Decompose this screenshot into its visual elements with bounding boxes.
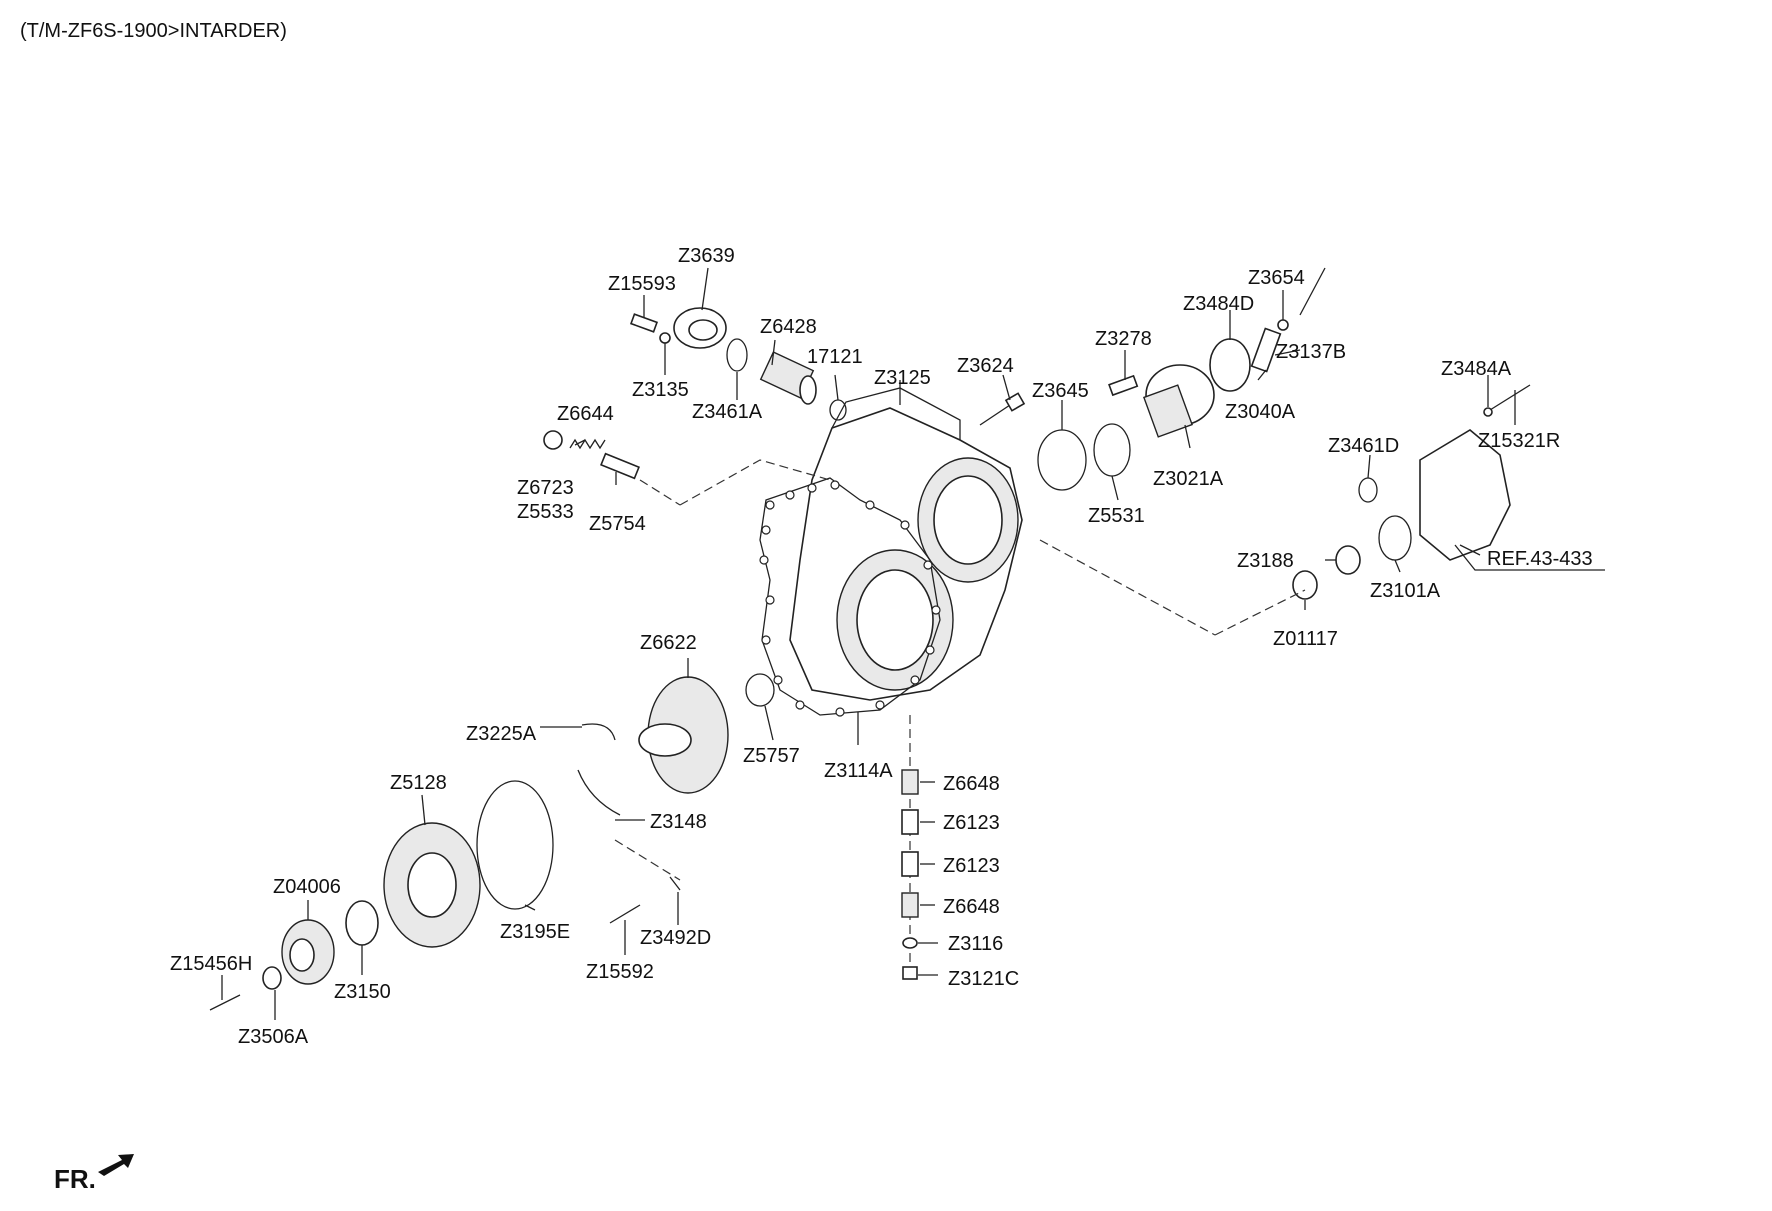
label-z6428: Z6428	[760, 316, 817, 338]
bolt-z15592	[609, 904, 641, 924]
label-z3645: Z3645	[1032, 380, 1089, 402]
oring-z3461d	[1358, 477, 1378, 503]
oring-z3101a	[1378, 515, 1412, 561]
label-z5128: Z5128	[390, 772, 447, 794]
diagram-title: (T/M-ZF6S-1900>INTARDER)	[20, 20, 287, 42]
leader-lines	[221, 267, 1605, 1020]
segment-z3225a	[581, 723, 616, 741]
oring-z3645	[1037, 429, 1087, 491]
label-z6648-bottom: Z6648	[943, 896, 1000, 918]
label-z3624: Z3624	[957, 355, 1014, 377]
label-z3121c: Z3121C	[948, 968, 1019, 990]
plate-z3484d	[1209, 338, 1251, 392]
label-z3461d: Z3461D	[1328, 435, 1399, 457]
bearing-z3150	[345, 900, 379, 946]
label-z3278: Z3278	[1095, 328, 1152, 350]
label-z3116: Z3116	[948, 933, 1003, 955]
oring-z5757	[745, 673, 775, 707]
label-z3021a: Z3021A	[1153, 468, 1224, 490]
label-z3639: Z3639	[678, 245, 735, 267]
label-z3040a: Z3040A	[1225, 401, 1296, 423]
label-z3150: Z3150	[334, 981, 391, 1003]
segment-z3148	[577, 769, 621, 816]
stator-z5128	[383, 822, 481, 948]
oring-z3195e	[476, 780, 554, 910]
valve-z5754	[600, 452, 831, 506]
filter-z6428	[759, 351, 817, 405]
cover-ref-43-433	[1419, 429, 1511, 561]
label-z5531: Z5531	[1088, 505, 1145, 527]
housing-z3125	[789, 387, 1023, 701]
bolt-z15321r	[1489, 384, 1531, 411]
nut-z3654	[1277, 319, 1289, 331]
label-z6648-top: Z6648	[943, 773, 1000, 795]
label-z6622: Z6622	[640, 632, 697, 654]
bolt-z3278	[1108, 374, 1139, 397]
bracket-z3040a	[1250, 327, 1282, 373]
label-z3137b: Z3137B	[1276, 341, 1346, 363]
label-17121: 17121	[807, 346, 863, 368]
seal-z3188	[1335, 545, 1361, 575]
spring-z6644	[569, 438, 606, 450]
rotor-z6622	[638, 676, 729, 794]
label-z3225a: Z3225A	[466, 723, 537, 745]
label-z6123-bottom: Z6123	[943, 855, 1000, 877]
front-arrow-icon	[98, 1154, 134, 1176]
seal-z01117	[1292, 570, 1318, 600]
label-z3101a: Z3101A	[1370, 580, 1441, 602]
label-z15593: Z15593	[608, 273, 676, 295]
label-z04006: Z04006	[273, 876, 341, 898]
label-z5533: Z5533	[517, 501, 574, 523]
label-z3148: Z3148	[650, 811, 707, 833]
oring-z3461a	[726, 338, 748, 372]
front-direction-label: FR.	[54, 1164, 96, 1194]
flange-z3021a	[1143, 364, 1215, 438]
label-z3188: Z3188	[1237, 550, 1294, 572]
label-z3484d: Z3484D	[1183, 293, 1254, 315]
label-z3484a: Z3484A	[1441, 358, 1512, 380]
label-z3114a: Z3114A	[824, 760, 893, 782]
label-z6644: Z6644	[557, 403, 614, 425]
oring-z5531	[1093, 423, 1131, 477]
label-z5754: Z5754	[589, 513, 646, 535]
label-z3506a: Z3506A	[238, 1026, 309, 1048]
label-z3461a: Z3461A	[692, 401, 763, 423]
plug-z6723	[543, 430, 563, 450]
label-z3195e: Z3195E	[500, 921, 570, 943]
bolt-z15593	[629, 313, 659, 333]
label-z5757: Z5757	[743, 745, 800, 767]
cover-z3639	[673, 307, 727, 349]
label-z3135: Z3135	[632, 379, 689, 401]
bolt-z3137b	[1299, 267, 1326, 316]
label-z15321r: Z15321R	[1478, 430, 1560, 452]
label-z15592: Z15592	[586, 961, 654, 983]
nut-z3135	[659, 332, 671, 344]
gasket-z3114a	[759, 477, 941, 717]
bolt-z3624	[979, 392, 1026, 426]
label-z6123-top: Z6123	[943, 812, 1000, 834]
pin-z3492d	[669, 876, 681, 891]
label-z3492d: Z3492D	[640, 927, 711, 949]
label-z3125: Z3125	[874, 367, 931, 389]
washer-z3484a	[1483, 407, 1493, 417]
label-z6723: Z6723	[517, 477, 574, 499]
gear-z04006	[281, 919, 335, 985]
bolt-z15456h	[209, 994, 241, 1011]
washer-z3506a	[262, 966, 282, 990]
label-z3654: Z3654	[1248, 267, 1305, 289]
part-labels: Z15593 Z3639 Z3135 Z6428 17121 Z3461A Z3…	[170, 245, 1593, 1048]
label-ref-43-433: REF.43-433	[1487, 548, 1593, 570]
valve-stack	[901, 715, 919, 980]
label-z15456h: Z15456H	[170, 953, 252, 975]
label-z01117: Z01117	[1273, 628, 1338, 650]
